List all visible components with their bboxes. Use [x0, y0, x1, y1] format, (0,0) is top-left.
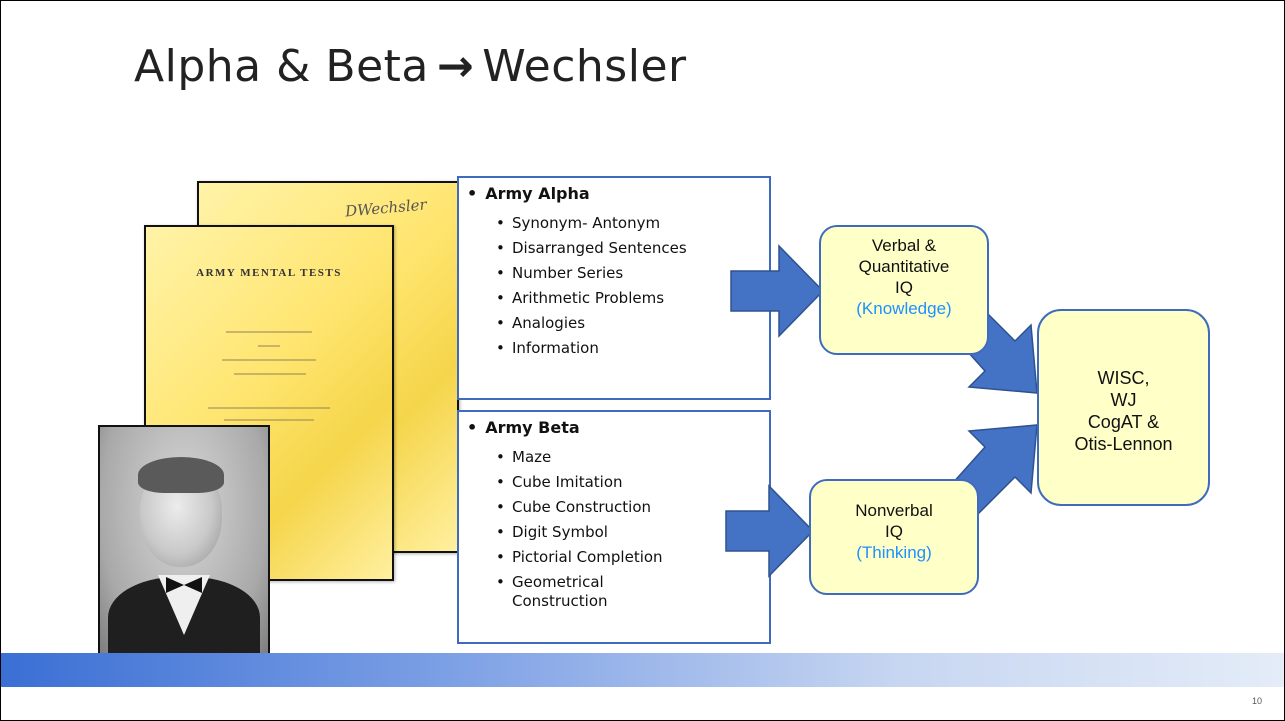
wisc-line-1: WISC,: [1097, 368, 1150, 388]
list-item: Pictorial Completion: [496, 548, 663, 567]
list-item: Cube Imitation: [496, 473, 663, 492]
document-text-line: [222, 359, 316, 361]
title-right: Wechsler: [482, 41, 687, 92]
list-item: Number Series: [496, 264, 687, 283]
army-beta-box: Army Beta Maze Cube Imitation Cube Const…: [457, 410, 771, 644]
title-left: Alpha & Beta: [134, 41, 429, 92]
army-alpha-box: Army Alpha Synonym- Antonym Disarranged …: [457, 176, 771, 400]
list-item: Cube Construction: [496, 498, 663, 517]
wisc-line-2: WJ: [1110, 390, 1137, 410]
list-item: Analogies: [496, 314, 687, 333]
nonverbal-box: Nonverbal IQ (Thinking): [809, 479, 979, 595]
footer-gradient-bar: [1, 653, 1284, 687]
verbal-line-1: Verbal &: [871, 236, 937, 255]
verbal-line-3: IQ: [895, 278, 913, 297]
nonverbal-subtitle: (Thinking): [856, 543, 932, 562]
verbal-line-2: Quantitative: [858, 257, 950, 276]
slide-title: Alpha & Beta→Wechsler: [134, 41, 687, 92]
wisc-line-3: CogAT &: [1087, 412, 1160, 432]
document-text-line: [258, 345, 280, 347]
list-item: Synonym- Antonym: [496, 214, 687, 233]
wisc-line-4: Otis-Lennon: [1074, 434, 1173, 454]
list-item: Maze: [496, 448, 663, 467]
list-item: Information: [496, 339, 687, 358]
arrow-beta-to-nonverbal-icon: [725, 484, 815, 578]
document-text-line: [234, 373, 306, 375]
page-number: 10: [1251, 696, 1262, 706]
document-text-line: [224, 419, 314, 421]
document-heading: ARMY MENTAL TESTS: [196, 267, 342, 279]
portrait-photo: [98, 425, 270, 657]
army-beta-list: Maze Cube Imitation Cube Construction Di…: [496, 448, 663, 617]
list-item: Geometrical Construction: [496, 573, 662, 611]
list-item: Digit Symbol: [496, 523, 663, 542]
verbal-subtitle: (Knowledge): [856, 299, 952, 318]
title-arrow-icon: →: [436, 41, 475, 92]
nonverbal-line-2: IQ: [885, 522, 903, 541]
document-text-line: [208, 407, 330, 409]
verbal-quantitative-box: Verbal & Quantitative IQ (Knowledge): [819, 225, 989, 355]
list-item: Disarranged Sentences: [496, 239, 687, 258]
list-item: Arithmetic Problems: [496, 289, 687, 308]
document-text-line: [226, 331, 312, 333]
army-alpha-title: Army Alpha: [467, 184, 589, 203]
wisc-box: WISC, WJ CogAT & Otis-Lennon: [1037, 309, 1210, 506]
arrow-alpha-to-verbal-icon: [730, 244, 825, 338]
army-alpha-list: Synonym- Antonym Disarranged Sentences N…: [496, 214, 687, 364]
nonverbal-line-1: Nonverbal: [855, 501, 933, 520]
army-beta-title: Army Beta: [467, 418, 579, 437]
